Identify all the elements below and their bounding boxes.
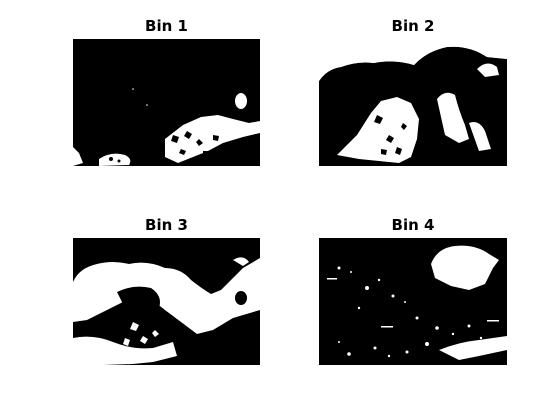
bin-1-title: Bin 1 [145,17,188,35]
bin-4-binary-image [319,238,507,365]
bin-4-title: Bin 4 [391,216,435,234]
bin-2-binary-image [319,39,507,166]
bin-2-panel: Bin 2 [319,17,507,166]
bin-4-panel: Bin 4 [319,216,507,365]
bin-1-panel: Bin 1 [73,17,260,166]
bin-2-title: Bin 2 [391,17,435,35]
bin-3-binary-image [73,238,260,365]
bin-1-binary-image [73,39,260,166]
bin-3-title: Bin 3 [145,216,188,234]
bin-3-panel: Bin 3 [73,216,260,365]
